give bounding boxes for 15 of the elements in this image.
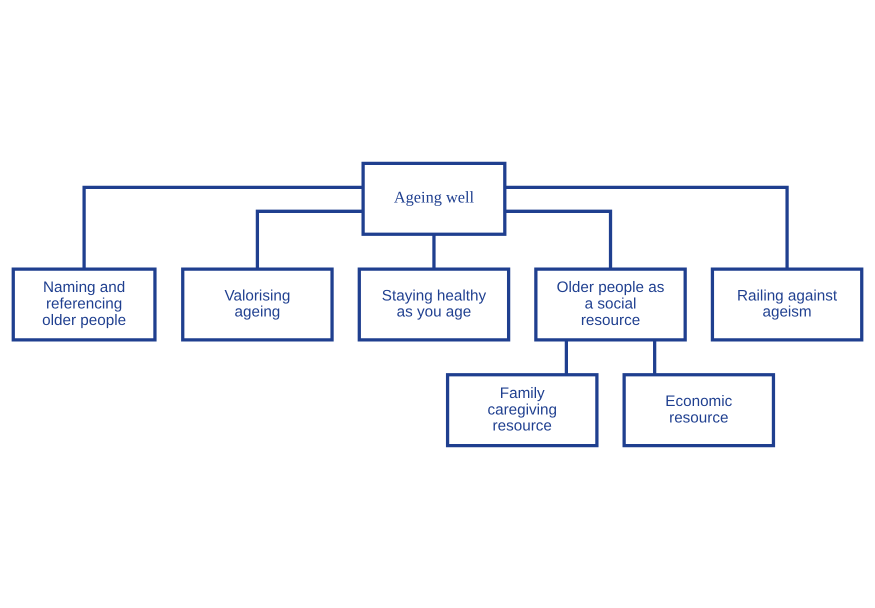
connector <box>505 209 612 268</box>
node-box: Older people as a social resource <box>534 266 687 342</box>
connector <box>82 185 363 269</box>
connector <box>505 185 789 269</box>
node-box: Naming and referencing older people <box>12 266 157 342</box>
connector <box>256 209 363 268</box>
connector <box>432 234 436 268</box>
node-box: Valorising ageing <box>181 266 334 342</box>
node-box: Ageing well <box>361 161 506 236</box>
node-box: Staying healthy as you age <box>358 266 510 342</box>
connector <box>653 340 656 374</box>
node-box: Economic resource <box>622 372 776 447</box>
node-box: Railing against ageism <box>710 266 864 342</box>
connector <box>564 340 568 374</box>
node-box: Family caregiving resource <box>446 372 599 447</box>
